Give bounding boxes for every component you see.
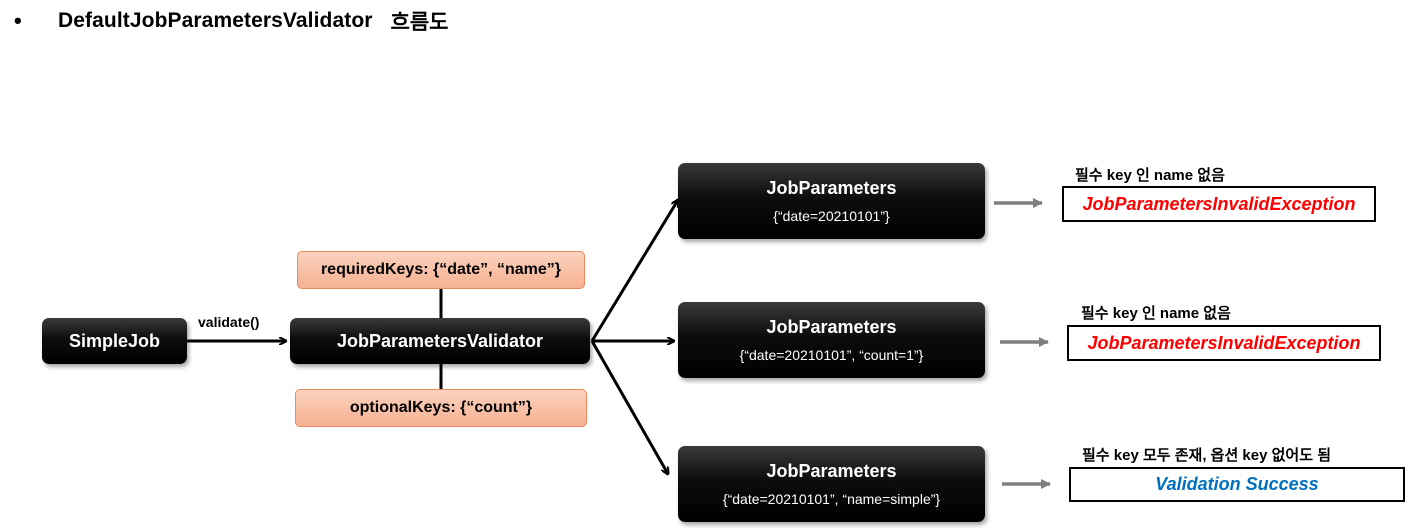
validator-label: JobParametersValidator (336, 330, 544, 351)
result-box: JobParametersInvalidException (1062, 186, 1376, 222)
page-title: • DefaultJobParametersValidator 흐름도 (14, 6, 449, 36)
title-text: DefaultJobParametersValidator (58, 9, 373, 32)
bullet-icon: • (14, 8, 22, 33)
job-parameters-node: JobParameters {“date=20210101”} (678, 163, 985, 239)
job-parameters-title: JobParameters (766, 461, 897, 481)
validate-call-label: validate() (198, 314, 260, 330)
result-box: Validation Success (1069, 467, 1405, 502)
job-parameters-values: {“date=20210101”} (773, 208, 890, 224)
title-suffix: 흐름도 (390, 11, 449, 34)
job-parameters-title: JobParameters (766, 178, 897, 198)
case-arrow-1 (590, 200, 678, 342)
job-parameters-values: {“date=20210101”, “name=simple”} (722, 491, 941, 507)
job-parameters-title: JobParameters (766, 317, 897, 337)
result-note: 필수 key 모두 존재, 옵션 key 없어도 됨 (1082, 447, 1331, 464)
result-note: 필수 key 인 name 없음 (1075, 167, 1225, 184)
result-text: JobParametersInvalidException (1082, 193, 1356, 214)
job-parameters-values: {“date=20210101”, “count=1”} (739, 347, 924, 363)
simple-job-node: SimpleJob (42, 318, 187, 364)
result-note: 필수 key 인 name 없음 (1081, 305, 1231, 322)
simple-job-label: SimpleJob (68, 330, 161, 351)
result-text: Validation Success (1155, 474, 1319, 494)
result-box: JobParametersInvalidException (1067, 325, 1381, 361)
result-text: JobParametersInvalidException (1087, 332, 1361, 353)
case-arrow-3 (590, 340, 668, 474)
job-parameters-node: JobParameters {“date=20210101”, “count=1… (678, 302, 985, 378)
required-keys-box: requiredKeys: {“date”, “name”} (297, 251, 585, 289)
optional-keys-box: optionalKeys: {“count”} (295, 389, 587, 427)
job-parameters-node: JobParameters {“date=20210101”, “name=si… (678, 446, 985, 522)
validator-node: JobParametersValidator (290, 318, 590, 364)
